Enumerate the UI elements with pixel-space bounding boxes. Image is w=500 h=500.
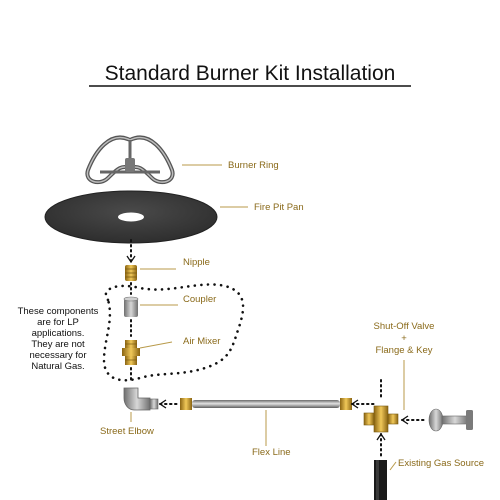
lp-components-outline (102, 283, 245, 382)
assembly-arrow-6 (350, 399, 359, 409)
air-mixer (122, 340, 140, 365)
assembly-arrow-1 (126, 255, 136, 264)
pan-center-hole (118, 212, 144, 222)
burner-ring (85, 135, 175, 185)
lp-note: These components are for LP applications… (18, 306, 99, 372)
lp-note-line-4: They are not (31, 339, 85, 350)
label-street-elbow: Street Elbow (100, 426, 154, 437)
coupler (123, 296, 139, 317)
label-coupler: Coupler (183, 294, 216, 305)
nipple (125, 265, 137, 281)
gas-source-pipe (374, 460, 387, 500)
label-nipple: Nipple (183, 257, 210, 268)
label-air-mixer: Air Mixer (183, 336, 220, 347)
label-shutoff-valve-line-2: + (401, 333, 407, 344)
label-fire-pit-pan: Fire Pit Pan (254, 202, 304, 213)
label-burner-ring: Burner Ring (228, 160, 279, 171)
flange-and-key (428, 408, 473, 432)
shutoff-valve (363, 405, 399, 433)
leader-gas-source (389, 461, 397, 471)
lp-note-line-6: Natural Gas. (31, 361, 84, 372)
flex-line (180, 398, 352, 410)
label-flex-line: Flex Line (252, 447, 291, 458)
assembly-arrow-5 (158, 399, 167, 409)
assembly-arrow-9 (376, 432, 386, 441)
lp-note-line-3: applications. (32, 328, 85, 339)
lp-note-line-2: are for LP (37, 317, 79, 328)
page-title: Standard Burner Kit Installation (105, 62, 396, 85)
assembly-arrow-8 (400, 415, 409, 425)
street-elbow (123, 387, 159, 411)
lp-note-line-5: necessary for (29, 350, 86, 361)
leader-air-mixer (139, 341, 173, 349)
label-shutoff-valve-line-3: Flange & Key (375, 345, 432, 356)
lp-note-line-1: These components (18, 306, 99, 317)
label-shutoff-valve-line-1: Shut-Off Valve (374, 321, 435, 332)
label-existing-gas-source: Existing Gas Source (398, 458, 484, 469)
